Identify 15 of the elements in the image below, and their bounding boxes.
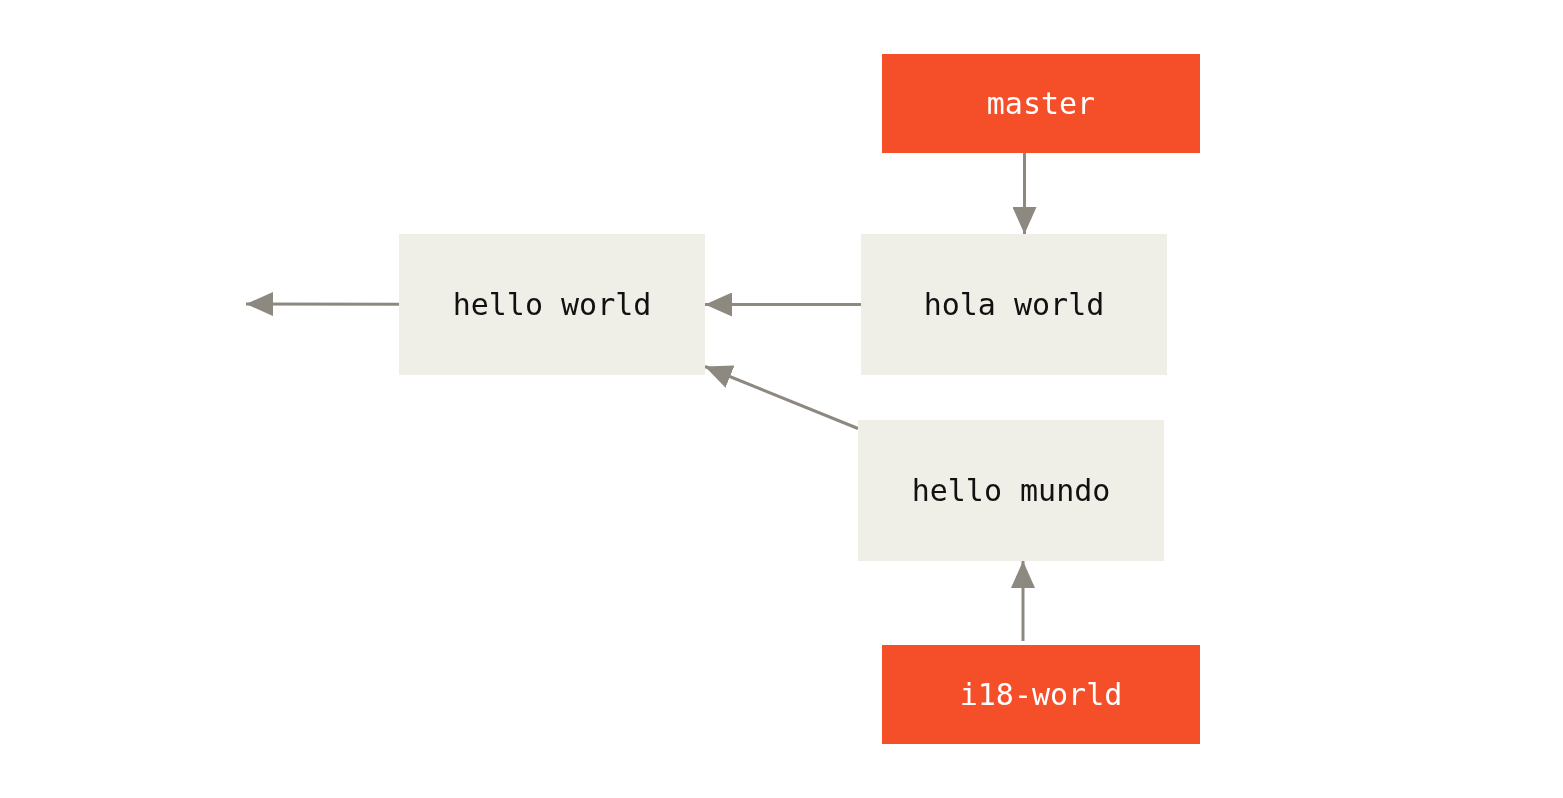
arrow: [705, 292, 861, 317]
branch-pointer-box: [882, 645, 1200, 744]
arrow: [704, 365, 859, 430]
commit-box: [858, 420, 1164, 561]
arrow: [246, 292, 399, 317]
branch-name: i18-world: [959, 677, 1123, 712]
arrow: [1011, 561, 1035, 641]
commit-message: hello world: [452, 287, 652, 322]
branch-pointer-box: [882, 54, 1200, 153]
commit-message: hello mundo: [911, 473, 1111, 508]
commit-message: hola world: [923, 287, 1105, 322]
commit-box: [399, 234, 705, 375]
branch-name: master: [986, 86, 1096, 121]
commit-box: [861, 234, 1167, 375]
arrow: [1012, 153, 1037, 234]
